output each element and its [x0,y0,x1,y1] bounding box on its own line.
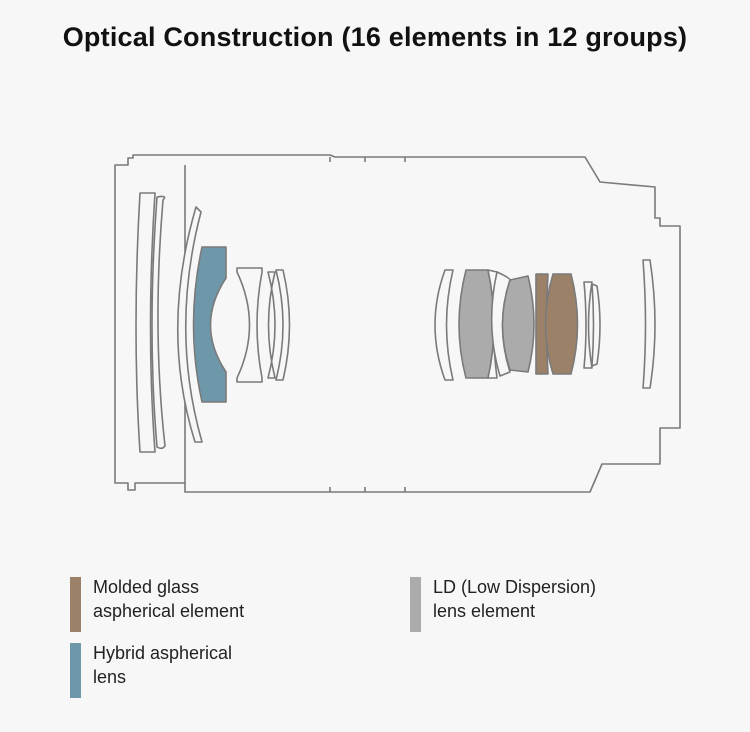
legend-swatch-ld [410,577,421,632]
legend-swatch-hybrid [70,643,81,698]
legend-item-hybrid: Hybrid aspherical lens [70,643,232,698]
legend-item-molded: Molded glass aspherical element [70,577,244,632]
lens-element-5 [236,267,263,383]
lens-element-ld-1 [458,269,495,379]
lens-element-14 [583,281,593,369]
lens-element-molded-2 [544,273,579,375]
lens-element-7 [275,269,291,381]
lens-element-16 [642,259,656,389]
lens-element-6 [267,271,276,379]
lens-barrel-outline [114,154,681,493]
legend-item-ld: LD (Low Dispersion) lens element [410,577,596,632]
lens-element-hybrid [192,246,227,403]
lens-element-2 [151,195,166,450]
lens-element-ld-2 [501,275,535,373]
lens-element-8 [434,269,454,381]
legend-label-molded: Molded glass aspherical element [93,577,245,621]
legend-label-hybrid: Hybrid aspherical lens [93,643,233,687]
lens-element-1 [135,192,156,453]
lens-element-15 [591,283,601,367]
legend-label-ld: LD (Low Dispersion) lens element [433,577,597,621]
legend-swatch-molded [70,577,81,632]
lens-element-3 [176,206,203,443]
page-title: Optical Construction (16 elements in 12 … [62,22,688,52]
